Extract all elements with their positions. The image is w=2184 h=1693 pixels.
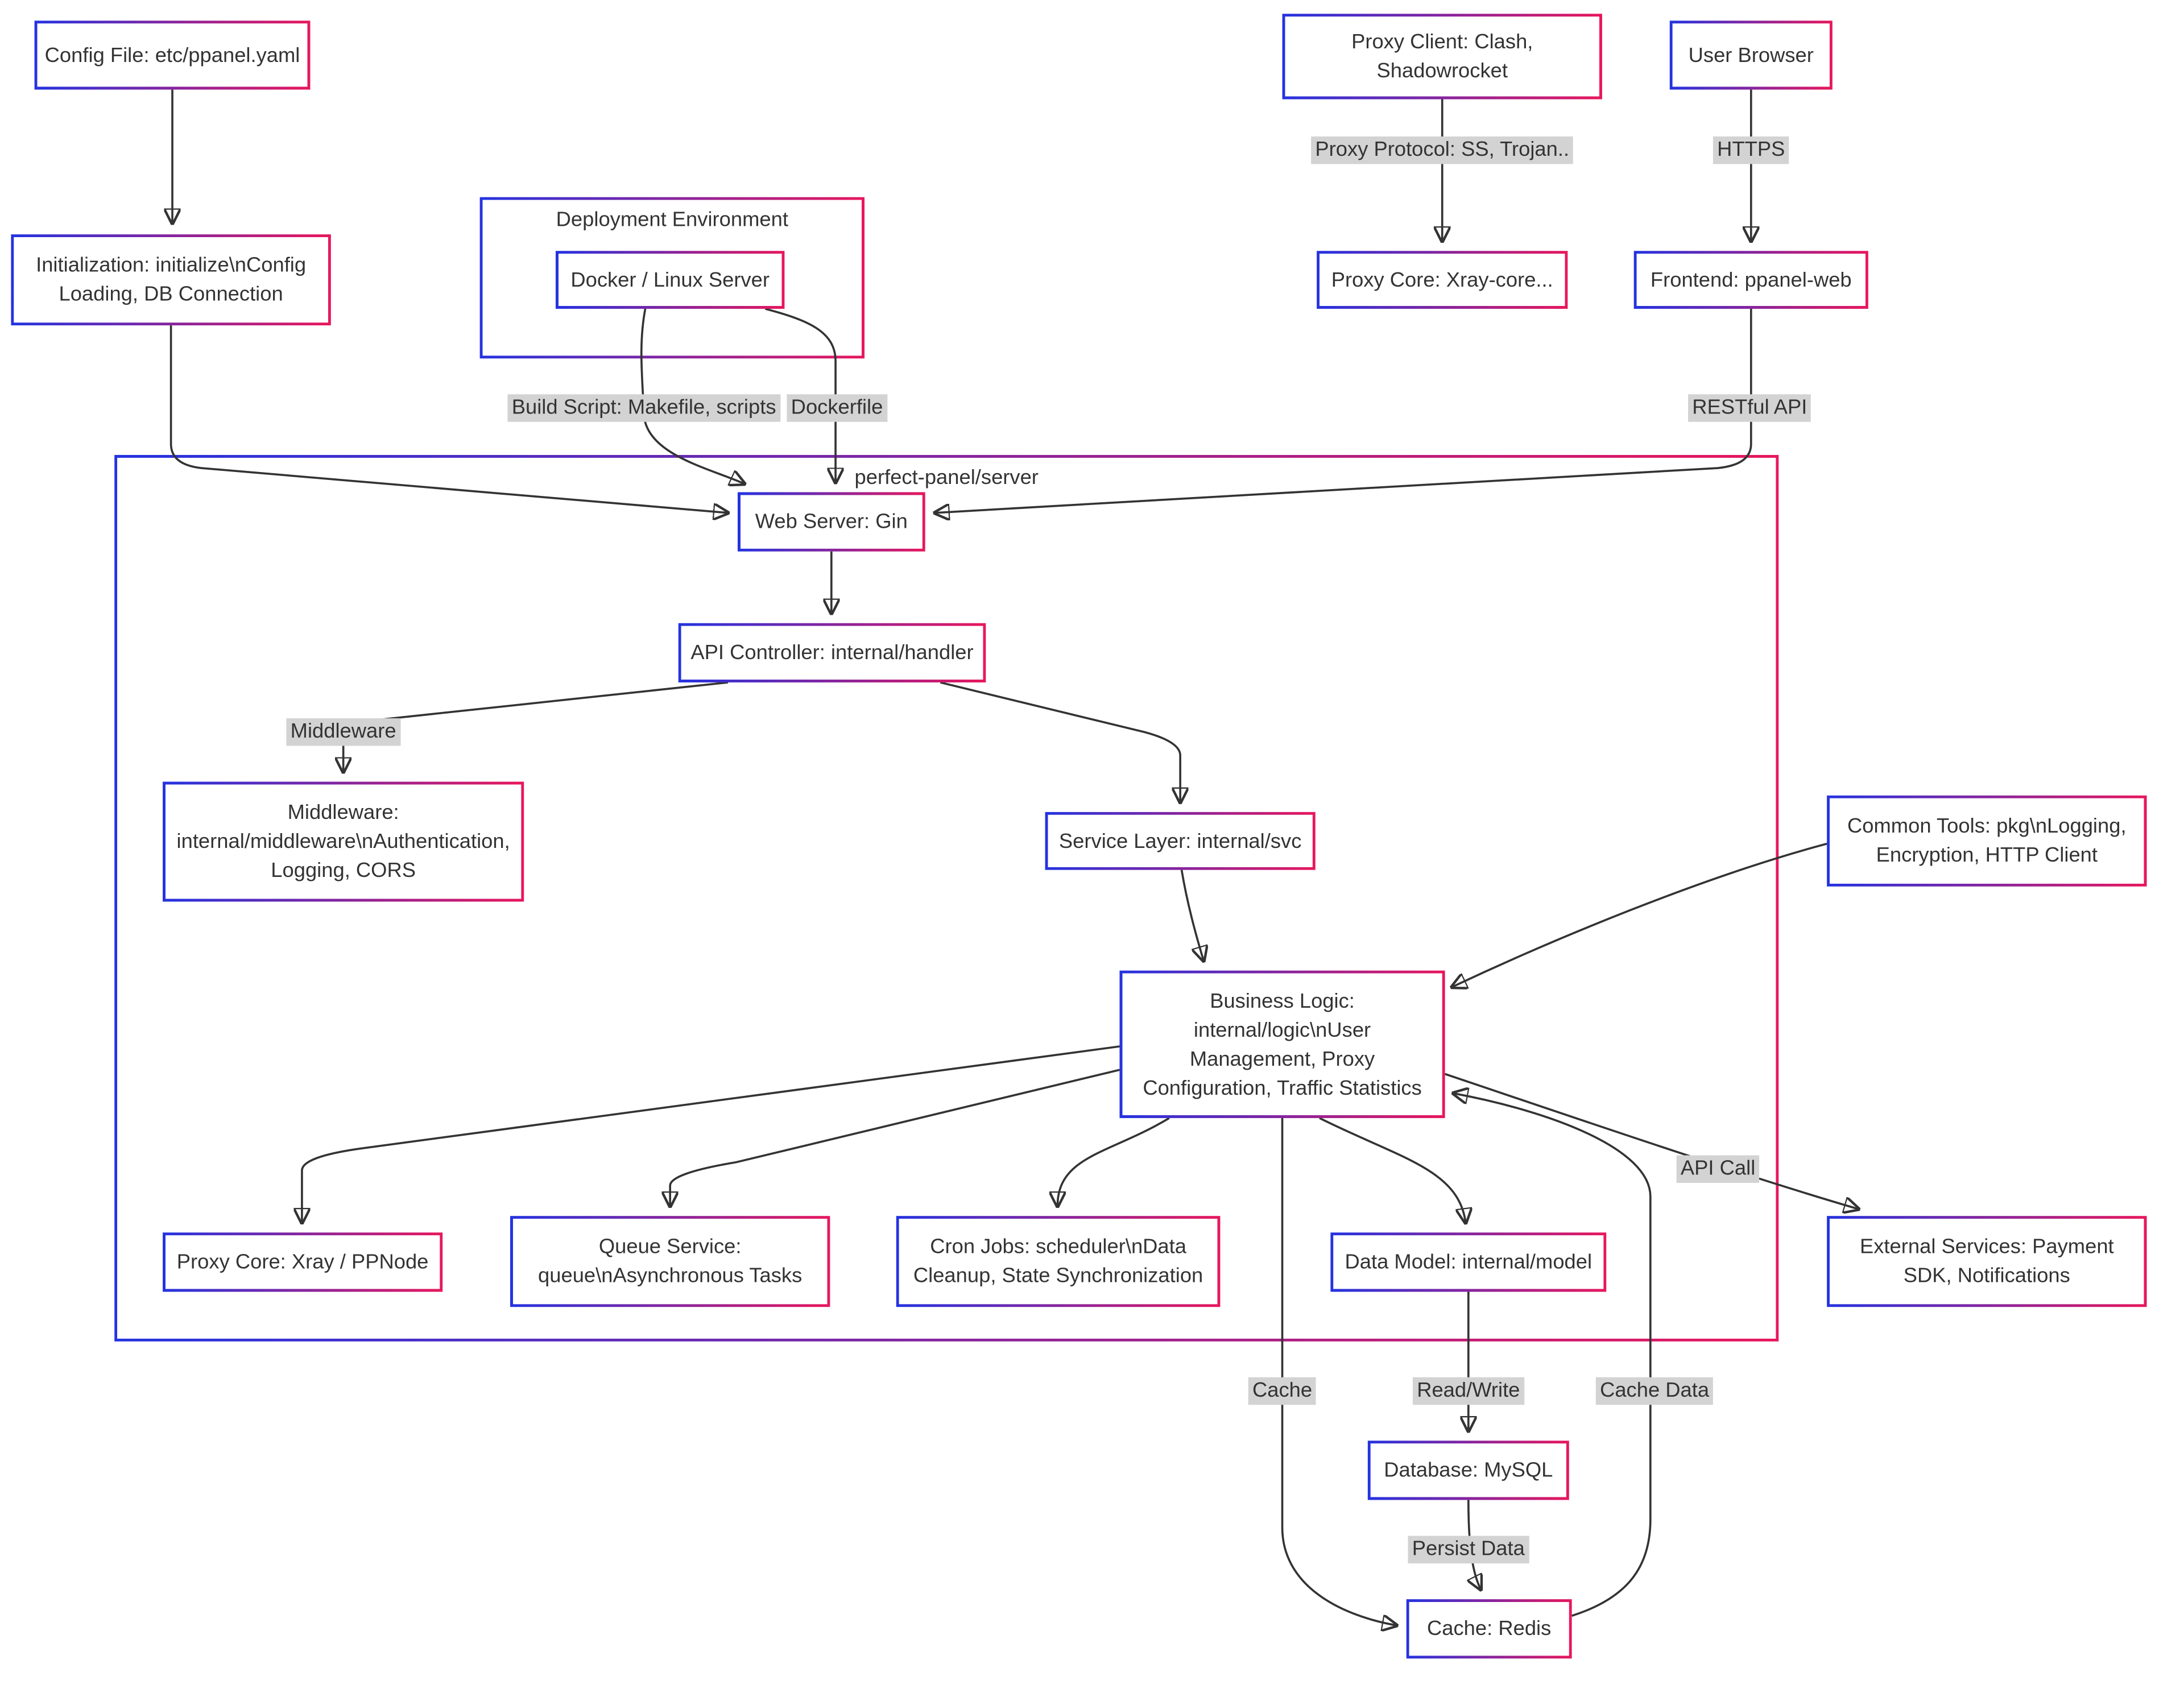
edge-label-build-script: Build Script: Makefile, scripts <box>507 394 780 422</box>
edge-commontools-to-businesslogic <box>1452 842 1827 987</box>
node-frontend: Frontend: ppanel-web <box>1634 251 1868 309</box>
node-database-mysql: Database: MySQL <box>1368 1441 1569 1500</box>
edge-label-cache-data: Cache Data <box>1595 1377 1714 1405</box>
edge-businesslogic-to-datamodel <box>1319 1117 1466 1223</box>
edge-label-https: HTTPS <box>1713 136 1789 164</box>
node-frontend-label: Frontend: ppanel-web <box>1650 268 1852 292</box>
node-service-layer-label: Service Layer: internal/svc <box>1058 829 1302 853</box>
node-api-controller-label: API Controller: internal/handler <box>690 641 974 665</box>
node-external-services-label: External Services: Payment SDK, Notifica… <box>1859 1235 2114 1288</box>
node-common-tools-label: Common Tools: pkg\nLogging, Encryption, … <box>1847 814 2127 867</box>
node-middleware-label: Middleware: internal/middleware\nAuthent… <box>176 801 510 883</box>
container-deployment-title: Deployment Environment <box>556 208 788 232</box>
node-cache-redis: Cache: Redis <box>1407 1599 1572 1658</box>
edge-businesslogic-to-cronjobs <box>1057 1117 1170 1206</box>
node-business-logic: Business Logic: internal/logic\nUser Man… <box>1119 971 1445 1118</box>
node-queue-service-label: Queue Service: queue\nAsynchronous Tasks <box>538 1235 803 1288</box>
edge-label-dockerfile: Dockerfile <box>787 394 887 422</box>
edge-docker-dockerfile-to-webserver <box>764 308 835 482</box>
edge-servicelayer-to-businesslogic <box>1180 870 1204 961</box>
node-proxy-core-ppnode-label: Proxy Core: Xray / PPNode <box>176 1250 429 1274</box>
node-common-tools: Common Tools: pkg\nLogging, Encryption, … <box>1827 796 2146 887</box>
node-database-mysql-label: Database: MySQL <box>1384 1458 1553 1483</box>
node-web-server: Web Server: Gin <box>738 492 925 551</box>
node-proxy-core-xray: Proxy Core: Xray-core... <box>1317 251 1567 309</box>
node-docker-label: Docker / Linux Server <box>570 268 770 292</box>
edge-label-read-write: Read/Write <box>1412 1377 1524 1405</box>
node-queue-service: Queue Service: queue\nAsynchronous Tasks <box>510 1216 830 1307</box>
node-proxy-core-xray-label: Proxy Core: Xray-core... <box>1331 268 1553 292</box>
node-docker: Docker / Linux Server <box>556 251 784 309</box>
edge-label-persist-data: Persist Data <box>1408 1535 1529 1564</box>
node-api-controller: API Controller: internal/handler <box>679 623 986 682</box>
node-cache-redis-label: Cache: Redis <box>1427 1617 1552 1641</box>
node-proxy-client-label: Proxy Client: Clash, Shadowrocket <box>1351 30 1533 83</box>
node-config-file: Config File: etc/ppanel.yaml <box>35 20 311 89</box>
edge-businesslogic-to-proxycore <box>302 1045 1120 1223</box>
container-deployment-environment: Deployment Environment <box>480 197 864 359</box>
node-business-logic-label: Business Logic: internal/logic\nUser Man… <box>1143 989 1422 1100</box>
edge-init-to-webserver <box>169 325 728 513</box>
edge-frontend-restapi-to-webserver <box>935 309 1752 513</box>
node-middleware: Middleware: internal/middleware\nAuthent… <box>163 782 524 902</box>
edge-label-cache: Cache <box>1248 1377 1317 1405</box>
node-proxy-client: Proxy Client: Clash, Shadowrocket <box>1283 14 1602 99</box>
node-external-services: External Services: Payment SDK, Notifica… <box>1827 1216 2146 1307</box>
node-initialization-label: Initialization: initialize\nConfig Loadi… <box>36 254 307 307</box>
container-perfect-panel-server: perfect-panel/server <box>114 455 1778 1342</box>
node-cron-jobs-label: Cron Jobs: scheduler\nData Cleanup, Stat… <box>913 1235 1203 1288</box>
node-proxy-core-ppnode: Proxy Core: Xray / PPNode <box>163 1232 442 1292</box>
edge-label-restful-api: RESTful API <box>1688 394 1811 422</box>
node-initialization: Initialization: initialize\nConfig Loadi… <box>11 234 330 325</box>
container-server-title: perfect-panel/server <box>854 466 1039 490</box>
edge-apicontroller-to-servicelayer <box>940 681 1180 802</box>
edge-redis-to-businesslogic-cachedata <box>1453 1093 1652 1617</box>
edge-apicontroller-to-middleware <box>344 681 729 772</box>
edge-businesslogic-to-redis-cache <box>1281 1118 1397 1625</box>
edge-label-api-call: API Call <box>1676 1155 1760 1183</box>
edge-businesslogic-to-externalservices <box>1445 1073 1859 1209</box>
node-cron-jobs: Cron Jobs: scheduler\nData Cleanup, Stat… <box>896 1216 1221 1307</box>
node-service-layer: Service Layer: internal/svc <box>1045 812 1316 870</box>
edge-label-proxy-protocol: Proxy Protocol: SS, Trojan.. <box>1311 136 1574 164</box>
node-config-file-label: Config File: etc/ppanel.yaml <box>44 43 300 67</box>
edge-businesslogic-to-queue <box>670 1069 1120 1206</box>
node-data-model: Data Model: internal/model <box>1330 1232 1606 1292</box>
node-web-server-label: Web Server: Gin <box>755 510 908 534</box>
node-user-browser-label: User Browser <box>1688 43 1814 67</box>
node-data-model-label: Data Model: internal/model <box>1345 1250 1592 1274</box>
edge-label-middleware: Middleware <box>286 718 400 746</box>
node-user-browser: User Browser <box>1670 20 1833 89</box>
